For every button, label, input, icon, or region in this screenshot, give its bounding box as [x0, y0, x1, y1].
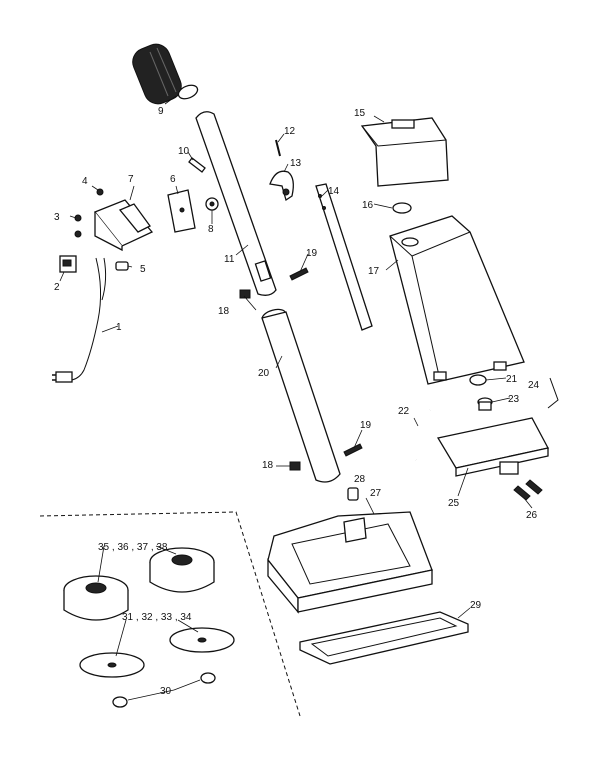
- callout-30: 30: [160, 686, 172, 697]
- nut-part-8: [205, 197, 219, 211]
- leader-lines: [59, 95, 533, 701]
- callout-15: 15: [354, 108, 366, 119]
- pad-right-part-32: [169, 627, 235, 653]
- callout-27: 27: [370, 488, 382, 499]
- callout-16: 16: [362, 200, 374, 211]
- brush-group-boundary: [39, 511, 301, 717]
- callout-18-upper: 18: [218, 306, 230, 317]
- clip-part-24: [547, 377, 559, 409]
- valve-part-21: [469, 374, 487, 386]
- callout-9: 9: [158, 106, 164, 117]
- callout-10: 10: [178, 146, 190, 157]
- callout-4: 4: [82, 176, 88, 187]
- base-housing-part-27: [267, 511, 433, 614]
- switch-part-2: [59, 255, 77, 273]
- screw-part-4: [96, 188, 104, 196]
- hook-part-13: [269, 170, 294, 202]
- screw-part-3: [74, 214, 82, 238]
- callout-19-upper: 19: [306, 248, 318, 259]
- screws-part-26: [513, 479, 543, 501]
- callout-25: 25: [448, 498, 460, 509]
- nut-part-18-lower: [289, 461, 301, 471]
- hose-part-22: [406, 409, 431, 461]
- callout-22: 22: [398, 406, 410, 417]
- callout-14: 14: [328, 186, 340, 197]
- bolt-part-19-lower: [343, 443, 363, 457]
- callout-28: 28: [354, 474, 366, 485]
- callout-11: 11: [224, 254, 235, 265]
- callout-23: 23: [508, 394, 520, 405]
- bolt-part-19-upper: [289, 267, 309, 281]
- callout-13: 13: [290, 158, 302, 169]
- callout-5: 5: [140, 264, 146, 275]
- drip-pan-part-29: [299, 611, 469, 665]
- callout-26: 26: [526, 510, 538, 521]
- fitting-part-23: [477, 397, 493, 411]
- callout-labels: 1 2 3 4 5 6 7 8 9 10 11 12 13 14 15 16 1…: [54, 106, 540, 697]
- callout-20: 20: [258, 368, 270, 379]
- tray-part-25: [436, 417, 549, 477]
- callout-3: 3: [54, 212, 60, 223]
- pin-part-12: [275, 139, 281, 157]
- plate-part-6: [167, 189, 196, 233]
- callout-29: 29: [470, 600, 482, 611]
- power-cord-part-1: [52, 257, 107, 383]
- callout-7: 7: [128, 174, 134, 185]
- callout-2: 2: [54, 282, 60, 293]
- brush-left-part-35: [63, 575, 129, 621]
- callout-31-34: 31 , 32 , 33 , 34: [122, 612, 192, 623]
- knob-part-28: [347, 487, 359, 501]
- fasteners-part-30: [112, 672, 216, 708]
- tank-part-17: [389, 215, 525, 385]
- bracket-part-7: [93, 199, 154, 252]
- brush-right-part-36: [149, 547, 215, 593]
- callout-6: 6: [170, 174, 176, 185]
- rod-part-14: [315, 183, 373, 331]
- cap-part-16: [392, 202, 412, 214]
- callout-17: 17: [368, 266, 380, 277]
- pad-left-part-31: [79, 652, 145, 678]
- lower-handle-tube: [261, 308, 341, 483]
- nut-part-18-upper: [239, 289, 251, 299]
- callout-35-38: 35 , 36 , 37 , 38: [98, 542, 168, 553]
- callout-1: 1: [116, 322, 122, 333]
- callout-24: 24: [528, 380, 540, 391]
- handle-grip: [132, 43, 199, 105]
- connector-part-5: [115, 261, 129, 271]
- bolt-part-10: [188, 157, 206, 173]
- callout-19-lower: 19: [360, 420, 372, 431]
- tank-lid-part-15: [360, 117, 449, 187]
- callout-8: 8: [208, 224, 214, 235]
- upper-handle-tube: [195, 111, 277, 296]
- callout-21: 21: [506, 374, 518, 385]
- callout-18-lower: 18: [262, 460, 274, 471]
- callout-12: 12: [284, 126, 296, 137]
